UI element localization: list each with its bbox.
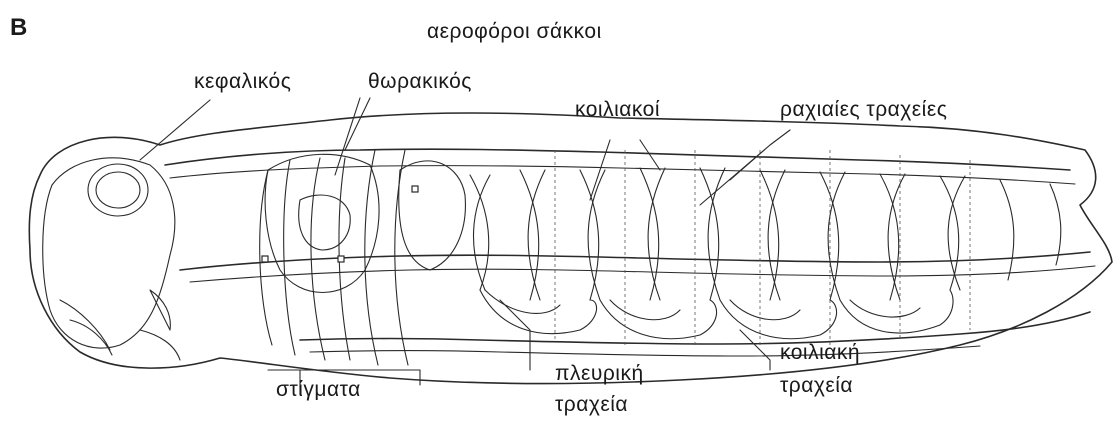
head-outline [43,158,175,348]
leader-lateral [500,300,530,370]
label-spiracles: στίγματα [276,378,361,402]
dorsal-trachea [165,149,1070,170]
leader-dorsal [700,130,790,205]
label-cephalic: κεφαλικός [194,70,291,94]
label-abdominal: κοιλιακοί [575,98,660,122]
body-outline [29,113,1112,384]
abdominal-air-sacs [470,168,1061,300]
label-thoracic: θωρακικός [368,70,472,94]
label-ventral-trachea-line2: τραχεία [780,374,853,398]
spiracle-2 [412,186,418,192]
label-dorsal-tracheae: ραχιαίες τραχείες [780,98,947,122]
leader-ventral [740,330,770,370]
label-ventral-trachea-line1: κοιλιακή [780,341,860,365]
label-lateral-trachea-line1: πλευρική [555,362,644,386]
label-lateral-trachea-line2: τραχεία [555,393,628,417]
leader-thoracic [335,98,370,175]
panel-letter: B [10,14,27,42]
leader-cephalic [140,100,210,160]
spiracle-1 [262,256,268,262]
ventral-trachea [300,312,1090,344]
spiracle-3 [338,256,344,262]
label-air-sacs: αεροφόροι σάκκοι [427,20,602,44]
lateral-trachea [180,252,1090,270]
